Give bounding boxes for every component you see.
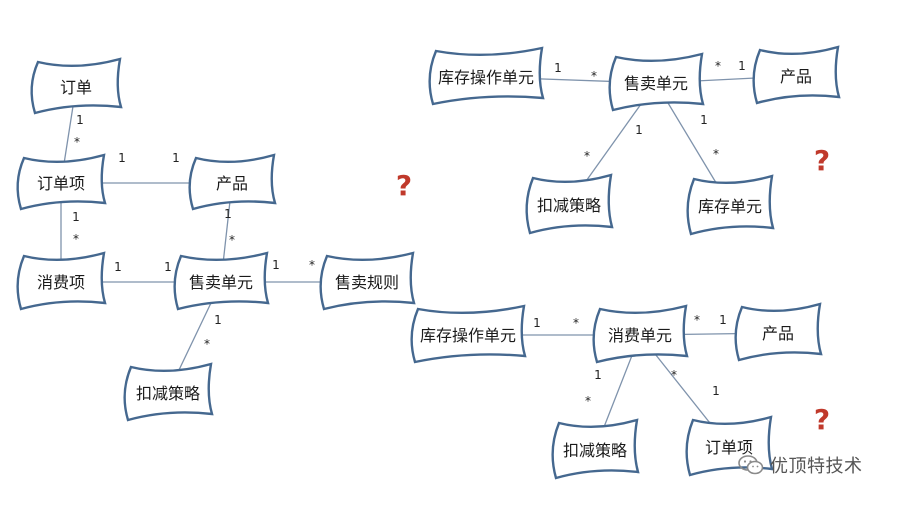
- multiplicity-label: *: [591, 69, 597, 83]
- multiplicity-label: 1: [272, 258, 280, 272]
- entity-node: 订单项: [16, 153, 107, 211]
- entity-node: 库存单元: [686, 174, 775, 236]
- watermark-text: 优顶特技术: [770, 456, 863, 477]
- entity-node: 消费单元: [592, 304, 689, 364]
- multiplicity-label: 1: [700, 113, 708, 127]
- entity-node: 售卖单元: [608, 52, 705, 112]
- entity-node-label: 扣减策略: [537, 196, 601, 215]
- multiplicity-label: 1: [224, 207, 232, 221]
- multiplicity-label: 1: [712, 384, 720, 398]
- question-marks-layer: ???: [396, 144, 830, 436]
- multiplicity-label: 1: [738, 59, 746, 73]
- multiplicity-label: *: [229, 233, 235, 247]
- entity-node: 扣减策略: [551, 418, 640, 480]
- entity-node-shape: [734, 302, 823, 362]
- multiplicity-label: *: [73, 232, 79, 246]
- entity-node-label: 订单项: [37, 174, 85, 193]
- entity-node-label: 售卖规则: [335, 273, 399, 292]
- entity-node: 产品: [734, 302, 823, 362]
- multiplicity-label: *: [694, 313, 700, 327]
- entity-node-shape: [16, 153, 107, 211]
- multiplicity-label: *: [204, 337, 210, 351]
- multiplicity-label: 1: [533, 316, 541, 330]
- multiplicity-label: 1: [594, 368, 602, 382]
- question-mark: ?: [814, 144, 830, 177]
- entity-node-shape: [123, 362, 214, 422]
- multiplicity-label: 1: [719, 313, 727, 327]
- entity-node-shape: [188, 153, 277, 211]
- entity-node-label: 库存单元: [698, 197, 762, 216]
- entity-node-label: 产品: [216, 174, 248, 193]
- entity-node-label: 订单: [60, 78, 92, 97]
- entity-node: 扣减策略: [123, 362, 214, 422]
- entity-node-label: 售卖单元: [189, 273, 253, 292]
- entity-node-label: 库存操作单元: [420, 326, 516, 345]
- entity-node-label: 产品: [780, 67, 812, 86]
- entity-node-shape: [16, 251, 107, 311]
- entity-node: 消费项: [16, 251, 107, 311]
- entity-node: 产品: [188, 153, 277, 211]
- entity-node-label: 消费单元: [608, 326, 672, 345]
- multiplicity-label: 1: [214, 313, 222, 327]
- multiplicity-label: 1: [72, 210, 80, 224]
- multiplicity-label: *: [671, 368, 677, 382]
- question-mark: ?: [396, 169, 412, 202]
- multiplicity-label: 1: [172, 151, 180, 165]
- multiplicity-label: 1: [635, 123, 643, 137]
- multiplicity-label: *: [585, 394, 591, 408]
- entity-node: 产品: [752, 45, 841, 105]
- entity-node-label: 库存操作单元: [438, 68, 534, 87]
- entity-node-shape: [608, 52, 705, 112]
- entity-node-label: 消费项: [37, 273, 85, 292]
- entity-node-shape: [525, 173, 614, 235]
- multiplicity-label: *: [309, 258, 315, 272]
- multiplicity-label: *: [573, 316, 579, 330]
- multiplicity-label: 1: [554, 61, 562, 75]
- entity-node: 订单: [30, 57, 123, 115]
- entity-node-shape: [752, 45, 841, 105]
- multiplicity-label: *: [715, 59, 721, 73]
- nodes-layer: 订单订单项产品消费项售卖单元售卖规则扣减策略库存操作单元售卖单元产品扣减策略库存…: [16, 45, 841, 480]
- entity-node: 扣减策略: [525, 173, 614, 235]
- entity-node-label: 扣减策略: [136, 384, 200, 403]
- multiplicity-label: 1: [76, 113, 84, 127]
- multiplicity-label: 1: [164, 260, 172, 274]
- entity-node-shape: [319, 251, 416, 311]
- entity-node-shape: [551, 418, 640, 480]
- entity-node-shape: [410, 304, 527, 364]
- entity-node-label: 订单项: [705, 438, 753, 457]
- multiplicity-label: 1: [118, 151, 126, 165]
- entity-node: 售卖规则: [319, 251, 416, 311]
- entity-node-label: 售卖单元: [624, 74, 688, 93]
- multiplicity-label: *: [584, 149, 590, 163]
- entity-node: 库存操作单元: [428, 46, 545, 106]
- entity-node-shape: [686, 174, 775, 236]
- question-mark: ?: [814, 403, 830, 436]
- wechat-icon: [738, 455, 764, 475]
- entity-node-shape: [173, 251, 270, 311]
- entity-node-shape: [428, 46, 545, 106]
- entity-node: 售卖单元: [173, 251, 270, 311]
- entity-node-label: 扣减策略: [563, 441, 627, 460]
- multiplicity-label: 1: [114, 260, 122, 274]
- entity-node: 库存操作单元: [410, 304, 527, 364]
- entity-node-label: 产品: [762, 324, 794, 343]
- multiplicity-label: *: [713, 147, 719, 161]
- multiplicity-label: *: [74, 135, 80, 149]
- watermark: 优顶特技术: [738, 452, 863, 478]
- entity-node-shape: [30, 57, 123, 115]
- entity-node-shape: [592, 304, 689, 364]
